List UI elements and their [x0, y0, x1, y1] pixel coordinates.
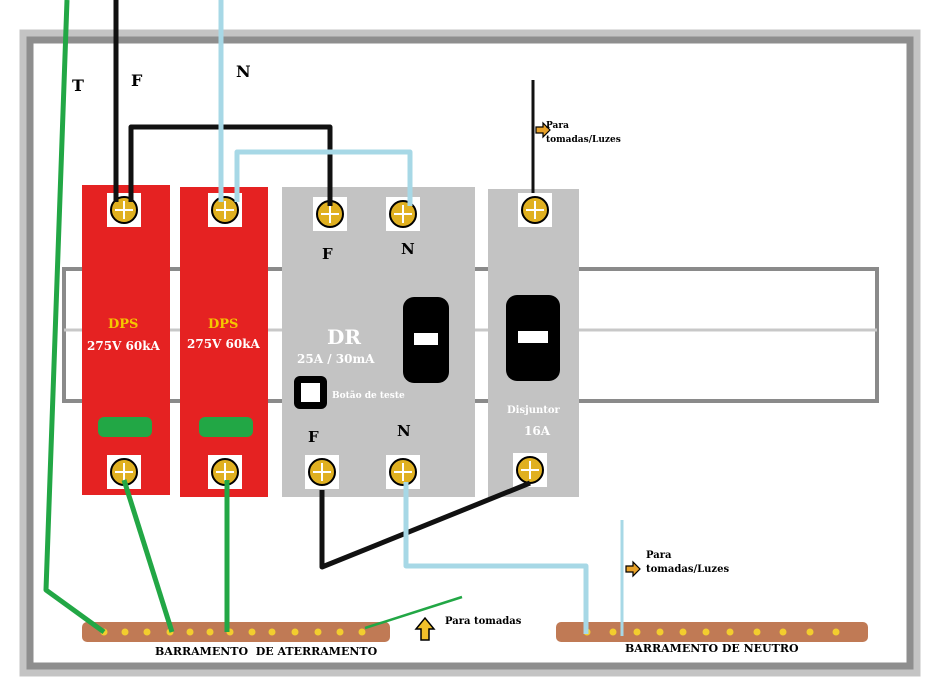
output-top-label-line1: Para	[546, 121, 569, 131]
dr-top-neutral-terminal	[385, 196, 421, 232]
dr-module	[282, 187, 475, 497]
dps2-title: DPS	[208, 317, 238, 332]
output-sockets-label: Para tomadas	[445, 616, 522, 627]
phase-wire-label: F	[131, 71, 143, 90]
output-top-label-line2: tomadas/Luzes	[546, 135, 621, 145]
breaker-top-terminal	[517, 192, 553, 228]
neutral-busbar-label: BARRAMENTO DE NEUTRO	[625, 642, 799, 655]
breaker-title: Disjuntor	[507, 405, 561, 416]
dr-bottom-phase-terminal	[304, 454, 340, 490]
breaker-toggle-lever[interactable]	[506, 295, 560, 381]
dr-bottom-neutral-label: N	[397, 422, 411, 440]
dr-test-button[interactable]	[294, 376, 327, 409]
dr-top-phase-label: F	[322, 245, 333, 263]
output-right-label-line1: Para	[646, 550, 672, 561]
dr-bottom-neutral-terminal	[385, 454, 421, 490]
earth-busbar	[82, 622, 390, 642]
dps-module-2	[180, 187, 268, 497]
dps1-status-indicator	[98, 417, 152, 437]
phase-wires	[113, 0, 535, 570]
breaker-rating: 16A	[524, 424, 551, 438]
right-arrow-icon	[625, 560, 641, 578]
dr-rating: 25A / 30mA	[297, 352, 375, 366]
dps-module-1	[82, 185, 170, 495]
dr-bottom-phase-label: F	[308, 428, 319, 446]
right-arrow-icon	[535, 121, 551, 139]
dr-toggle-lever[interactable]	[403, 297, 449, 383]
dps2-status-indicator	[199, 417, 253, 437]
earth-wires	[43, 0, 463, 635]
dps1-top-terminal	[106, 192, 142, 228]
breaker-module	[488, 189, 579, 497]
dr-title: DR	[327, 325, 361, 349]
dr-top-neutral-label: N	[401, 240, 415, 258]
dps2-rating: 275V 60kA	[187, 337, 261, 351]
earth-wire-label: T	[72, 76, 84, 95]
neutral-busbar	[556, 622, 868, 642]
breaker-bottom-terminal	[512, 452, 548, 488]
output-right-label-line2: tomadas/Luzes	[646, 564, 729, 575]
up-arrow-icon	[414, 616, 436, 641]
neutral-wire-label: N	[236, 62, 251, 81]
earth-busbar-label: BARRAMENTO DE ATERRAMENTO	[155, 645, 378, 658]
neutral-wires	[218, 0, 624, 636]
dps1-rating: 275V 60kA	[87, 339, 161, 353]
dr-test-button-label: Botão de teste	[332, 390, 405, 401]
dps1-title: DPS	[108, 317, 138, 332]
